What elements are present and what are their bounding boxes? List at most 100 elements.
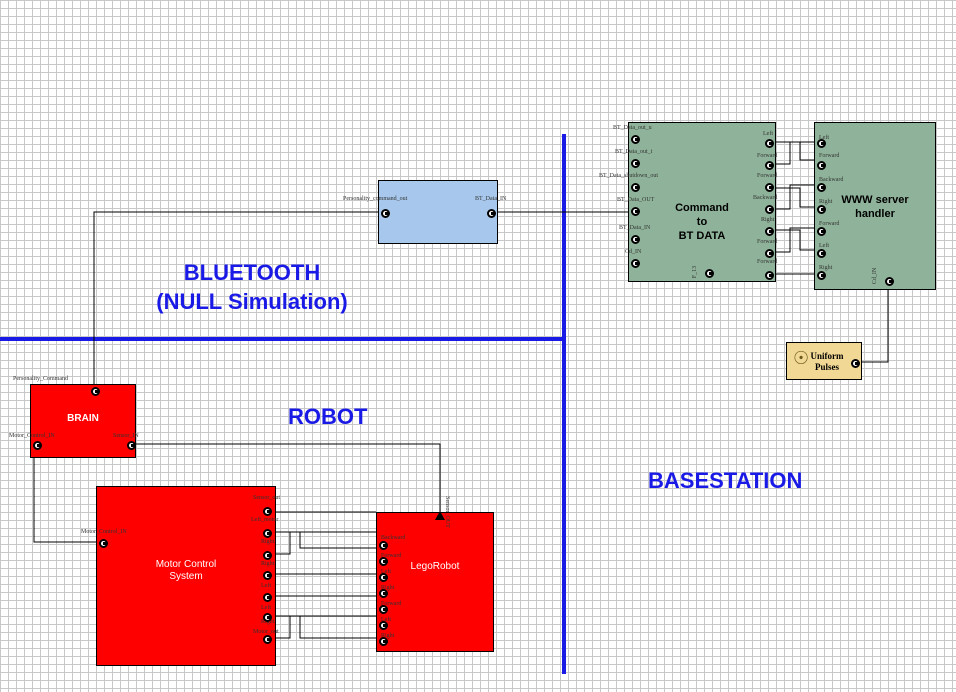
- port-left[interactable]: [817, 271, 826, 280]
- port-label: Right: [381, 633, 395, 639]
- port-bottom[interactable]: [705, 269, 714, 278]
- port-left[interactable]: [631, 159, 640, 168]
- uniform-pulses-block[interactable]: ☉ Uniform Pulses: [786, 342, 862, 380]
- port-label: Backward: [753, 195, 778, 201]
- port-label: Forward: [381, 553, 402, 559]
- port-bt-data-in[interactable]: [487, 209, 496, 218]
- port-label: Right: [819, 199, 833, 205]
- port-label: Left: [819, 135, 829, 141]
- port-label: Left: [381, 617, 391, 623]
- port-right[interactable]: [765, 183, 774, 192]
- port-label: Left: [261, 583, 271, 589]
- port-right[interactable]: [765, 227, 774, 236]
- port-left[interactable]: [379, 605, 388, 614]
- port-left[interactable]: [379, 557, 388, 566]
- brain-block[interactable]: BRAIN Personality_Command Motor_Control_…: [9, 376, 139, 458]
- port-left[interactable]: [817, 161, 826, 170]
- pulse-generator-icon: ☉: [793, 348, 810, 368]
- port-bottom[interactable]: [885, 277, 894, 286]
- port-left[interactable]: [817, 139, 826, 148]
- robot-region-label: ROBOT: [288, 404, 368, 429]
- port-left[interactable]: [379, 589, 388, 598]
- port-left[interactable]: [379, 541, 388, 550]
- port-label: Right: [381, 585, 395, 591]
- port-right[interactable]: [263, 635, 272, 644]
- port-label: Personality_command_out: [343, 196, 408, 202]
- port-left[interactable]: [379, 621, 388, 630]
- port-label: Left: [381, 569, 391, 575]
- wire-bt-to-brain: [93, 211, 378, 385]
- port-label: Forward: [757, 259, 778, 265]
- port-right[interactable]: [263, 571, 272, 580]
- port-left[interactable]: [817, 205, 826, 214]
- brain-title: BRAIN: [67, 413, 99, 424]
- port-right[interactable]: [263, 529, 272, 538]
- port-left[interactable]: [379, 573, 388, 582]
- lego-robot-block[interactable]: LegoRobot Sensor_OUT Backward Forward Le…: [376, 496, 494, 652]
- port-label: Forward: [757, 173, 778, 179]
- port-right[interactable]: [765, 161, 774, 170]
- port-label: Forward: [819, 153, 840, 159]
- port-label: Left: [261, 605, 271, 611]
- port-right[interactable]: [127, 441, 136, 450]
- command-title: Command to BT DATA: [675, 202, 729, 242]
- port-right[interactable]: [765, 205, 774, 214]
- port-right[interactable]: [263, 613, 272, 622]
- port-label: BT_Data_IN: [619, 225, 651, 231]
- port-left[interactable]: [817, 183, 826, 192]
- port-right[interactable]: [851, 359, 860, 368]
- port-right[interactable]: [765, 139, 774, 148]
- port-personality-out[interactable]: [381, 209, 390, 218]
- port-label: Left: [819, 243, 829, 249]
- port-top[interactable]: [91, 387, 100, 396]
- port-label: Backward: [381, 535, 406, 541]
- port-left[interactable]: [631, 183, 640, 192]
- port-left[interactable]: [631, 235, 640, 244]
- port-left[interactable]: [33, 441, 42, 450]
- basestation-region-label: BASESTATION: [648, 468, 803, 493]
- port-label: BT_Data_OUT: [617, 197, 655, 203]
- port-label: Right: [819, 265, 833, 271]
- bluetooth-region-label: BLUETOOTH (NULL Simulation): [130, 258, 374, 316]
- port-left[interactable]: [817, 249, 826, 258]
- port-label: Motor_Control_IN: [81, 529, 127, 535]
- port-label: Right: [761, 217, 775, 223]
- port-label: Forward: [757, 153, 778, 159]
- port-left[interactable]: [631, 135, 640, 144]
- port-label: Forward: [381, 601, 402, 607]
- wire-brain-to-lego: [136, 443, 441, 514]
- port-left[interactable]: [631, 259, 640, 268]
- port-left[interactable]: [379, 637, 388, 646]
- port-label: Right: [261, 619, 275, 625]
- port-left[interactable]: [817, 227, 826, 236]
- port-right[interactable]: [765, 271, 774, 280]
- port-label: Right: [261, 539, 275, 545]
- port-label: Left_motor: [251, 517, 279, 523]
- www-server-handler-block[interactable]: WWW server handler Left Forward Backward…: [814, 122, 936, 290]
- port-left[interactable]: [99, 539, 108, 548]
- port-right[interactable]: [263, 551, 272, 560]
- lego-title: LegoRobot: [410, 561, 460, 572]
- port-label: Motor_Control_IN: [9, 433, 55, 439]
- port-label: Forward: [757, 239, 778, 245]
- port-label: Cd_IN: [872, 267, 879, 285]
- port-label: Left: [763, 131, 773, 137]
- command-to-bt-data-block[interactable]: Command to BT DATA BT_Data_out_u BT_Data…: [599, 122, 778, 282]
- uniform-title: Uniform Pulses: [810, 351, 844, 372]
- port-label: BT_Data_out_u: [613, 125, 652, 131]
- motor-control-system-block[interactable]: Motor Control System Motor_Control_IN Se…: [81, 486, 280, 666]
- bluetooth-null-block[interactable]: Personality_command_out BT_Data_IN: [343, 180, 506, 244]
- motor-title: Motor Control System: [155, 559, 217, 582]
- port-left[interactable]: [631, 207, 640, 216]
- port-label: Sensor_out: [253, 495, 280, 501]
- port-right[interactable]: [263, 507, 272, 516]
- port-right[interactable]: [263, 593, 272, 602]
- port-right[interactable]: [765, 249, 774, 258]
- port-label: Motor_out: [253, 629, 279, 635]
- port-label: Personality_Command: [13, 376, 68, 382]
- port-label: F_13: [692, 265, 699, 279]
- port-label: BT_Data_out_t: [615, 149, 653, 155]
- port-label: Cd_IN: [625, 249, 642, 255]
- port-label: Forward: [819, 221, 840, 227]
